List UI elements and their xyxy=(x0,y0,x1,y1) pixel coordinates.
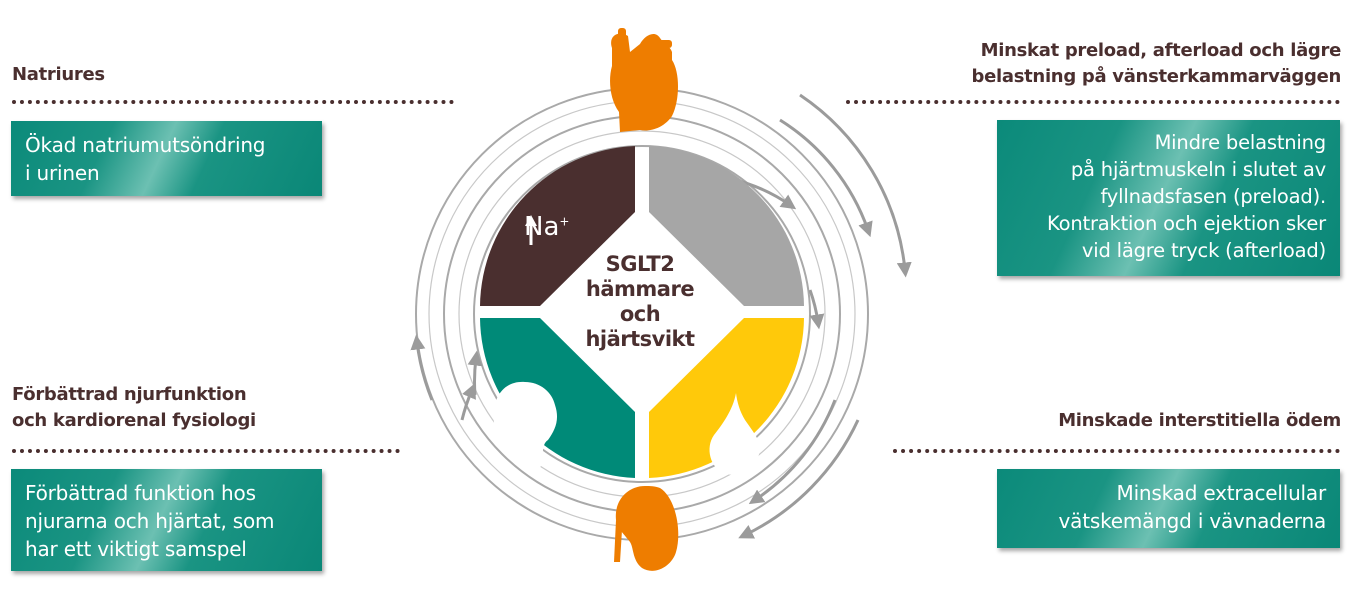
box-interstitial-edema: Minskad extracellular vätskemängd i vävn… xyxy=(997,469,1340,548)
heading-line: och kardiorenal fysiologi xyxy=(12,410,256,431)
box-natriures: Ökad natriumutsöndring i urinen xyxy=(11,121,322,196)
kidney-icon xyxy=(614,486,679,571)
quadrant-preload xyxy=(649,146,804,306)
heading-kidney-function: Förbättrad njurfunktion och kardiorenal … xyxy=(12,382,256,434)
center-title-line: hjärtsvikt xyxy=(585,327,695,351)
kidney-silhouette-icon xyxy=(493,381,558,469)
dotted-divider xyxy=(12,100,454,104)
quadrants xyxy=(480,146,804,478)
box-line: njurarna och hjärtat, som xyxy=(25,509,275,533)
heart-icon xyxy=(610,28,678,132)
box-line: Minskad extracellular xyxy=(1116,481,1327,505)
sglt2-cycle-diagram xyxy=(410,28,912,571)
sodium-charge: + xyxy=(559,214,570,229)
box-line: fyllnadsfasen (preload). xyxy=(1100,185,1326,208)
quadrant-natriuresis xyxy=(480,146,635,306)
center-title-line: och xyxy=(619,302,661,326)
box-preload-afterload: Mindre belastning på hjärtmuskeln i slut… xyxy=(997,120,1340,276)
center-title: SGLT2 hämmare och hjärtsvikt xyxy=(565,252,715,352)
box-line: Ökad natriumutsöndring xyxy=(25,133,266,157)
dotted-divider xyxy=(893,449,1340,453)
box-line: Mindre belastning xyxy=(1154,131,1327,154)
box-kidney-function: Förbättrad funktion hos njurarna och hjä… xyxy=(11,469,322,571)
heading-interstitial-edema: Minskade interstitiella ödem xyxy=(921,408,1341,434)
center-title-line: hämmare xyxy=(585,277,695,301)
quadrant-kidney xyxy=(480,318,635,478)
heading-line: Natriures xyxy=(12,64,105,85)
dotted-divider xyxy=(846,100,1340,104)
heading-preload-afterload: Minskat preload, afterload och lägre bel… xyxy=(821,38,1342,90)
center-title-line: SGLT2 xyxy=(605,252,675,276)
box-line: Kontraktion och ejektion sker xyxy=(1047,212,1326,235)
box-line: i urinen xyxy=(25,161,100,185)
dotted-divider xyxy=(12,449,400,453)
up-arrow-icon xyxy=(525,215,537,245)
drop-silhouette-icon xyxy=(709,393,760,475)
heading-natriures: Natriures xyxy=(12,62,105,88)
box-line: har ett viktigt samspel xyxy=(25,537,247,561)
sodium-label: Na+ xyxy=(524,212,569,242)
heading-line: Minskat preload, afterload och lägre xyxy=(980,40,1342,61)
sodium-text: Na xyxy=(524,212,560,242)
box-line: Förbättrad funktion hos xyxy=(25,481,256,505)
box-line: vätskemängd i vävnaderna xyxy=(1058,509,1327,533)
heading-line: Minskade interstitiella ödem xyxy=(1058,410,1341,431)
heading-line: belastning på vänsterkammarväggen xyxy=(971,66,1342,87)
box-line: på hjärtmuskeln i slutet av xyxy=(1070,158,1326,181)
box-line: vid lägre tryck (afterload) xyxy=(1081,239,1326,262)
heading-line: Förbättrad njurfunktion xyxy=(12,384,247,405)
quadrant-edema xyxy=(649,318,804,478)
